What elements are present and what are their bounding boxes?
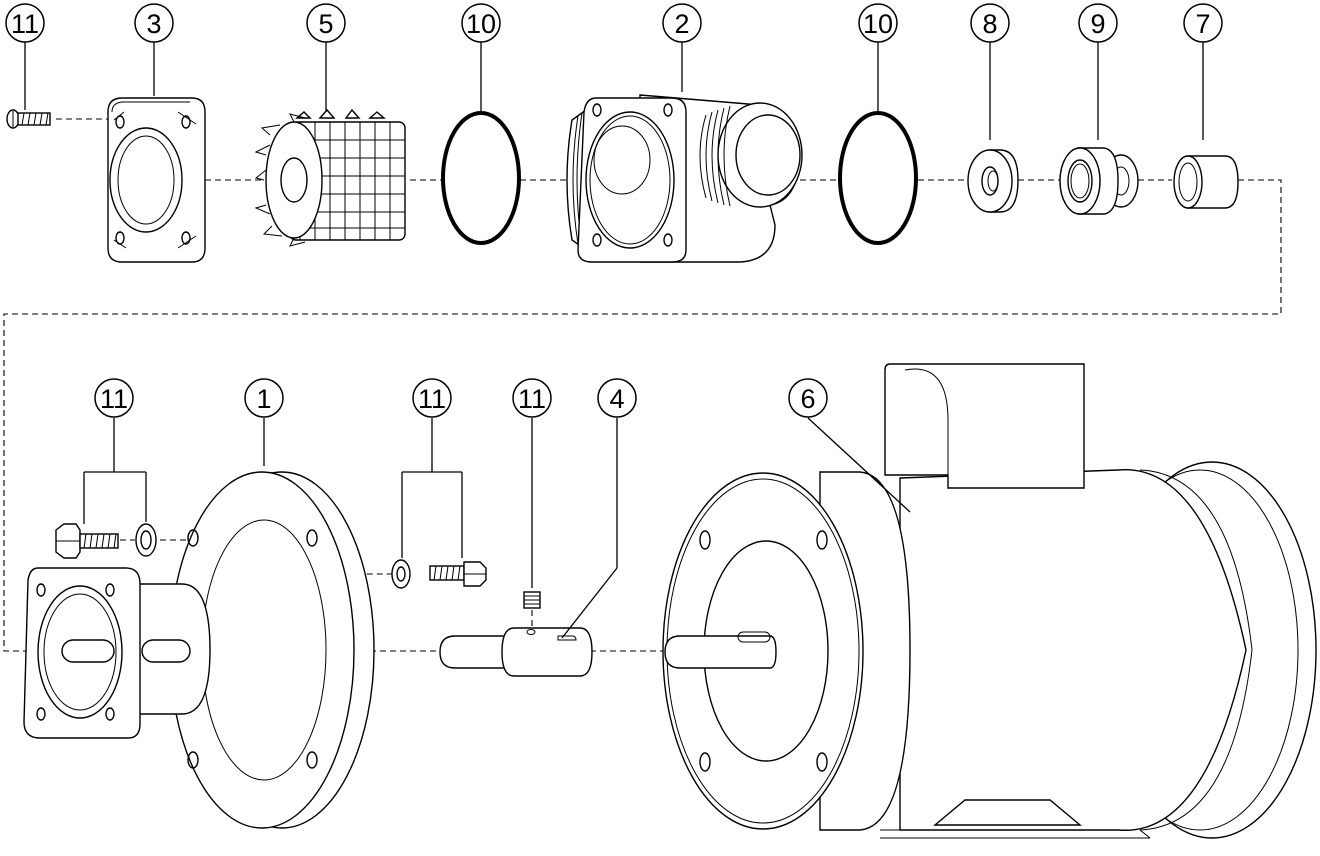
balloon-6-motor: 6 — [788, 378, 828, 418]
bracket-part — [23, 471, 375, 829]
balloon-label: 7 — [1195, 9, 1210, 39]
balloon-label: 10 — [466, 9, 496, 39]
balloon-label: 3 — [146, 9, 161, 39]
balloon-7-sleeve: 7 — [1183, 3, 1223, 43]
balloon-9-bearing: 9 — [1078, 3, 1118, 43]
balloon-label: 1 — [256, 384, 271, 414]
screw-part — [6, 109, 51, 129]
balloon-label: 2 — [674, 9, 689, 39]
o-ring-part — [838, 111, 918, 245]
balloon-11-setscrew: 11 — [512, 378, 552, 418]
balloon-10-oring: 10 — [461, 3, 501, 43]
sleeve-part — [1173, 155, 1239, 209]
o-ring-part — [441, 111, 521, 245]
balloon-label: 5 — [318, 9, 333, 39]
balloon-4-shaft: 4 — [597, 378, 637, 418]
bearing-part — [1059, 147, 1139, 215]
balloon-label: 8 — [982, 9, 997, 39]
leader-lines — [24, 42, 1204, 639]
balloon-5-impeller: 5 — [306, 3, 346, 43]
balloon-label: 11 — [418, 384, 446, 414]
motor-part — [662, 363, 1317, 839]
balloon-8-seal: 8 — [970, 3, 1010, 43]
balloon-1-bracket: 1 — [244, 378, 284, 418]
balloon-label: 4 — [609, 384, 624, 414]
balloon-3-cover: 3 — [134, 3, 174, 43]
impeller-part — [254, 108, 406, 247]
balloon-11-washer-bolt: 11 — [412, 378, 452, 418]
balloon-label: 9 — [1090, 9, 1105, 39]
cover-plate-part — [107, 97, 206, 263]
shaft-adapter-part — [439, 627, 593, 677]
balloon-label: 10 — [863, 9, 893, 39]
balloon-11-screw: 11 — [5, 3, 45, 43]
balloon-label: 11 — [11, 9, 39, 39]
balloon-2-body: 2 — [662, 3, 702, 43]
set-screw-part — [523, 591, 541, 609]
balloon-11-bolt-washer: 11 — [94, 378, 134, 418]
seal-part — [967, 149, 1019, 213]
balloon-label: 6 — [800, 384, 815, 414]
bolt-washer-part — [55, 523, 157, 559]
balloon-label: 11 — [518, 384, 546, 414]
balloon-label: 11 — [100, 384, 128, 414]
balloon-10-oring: 10 — [858, 3, 898, 43]
pump-body-part — [566, 94, 803, 263]
washer-bolt-part — [391, 559, 487, 589]
